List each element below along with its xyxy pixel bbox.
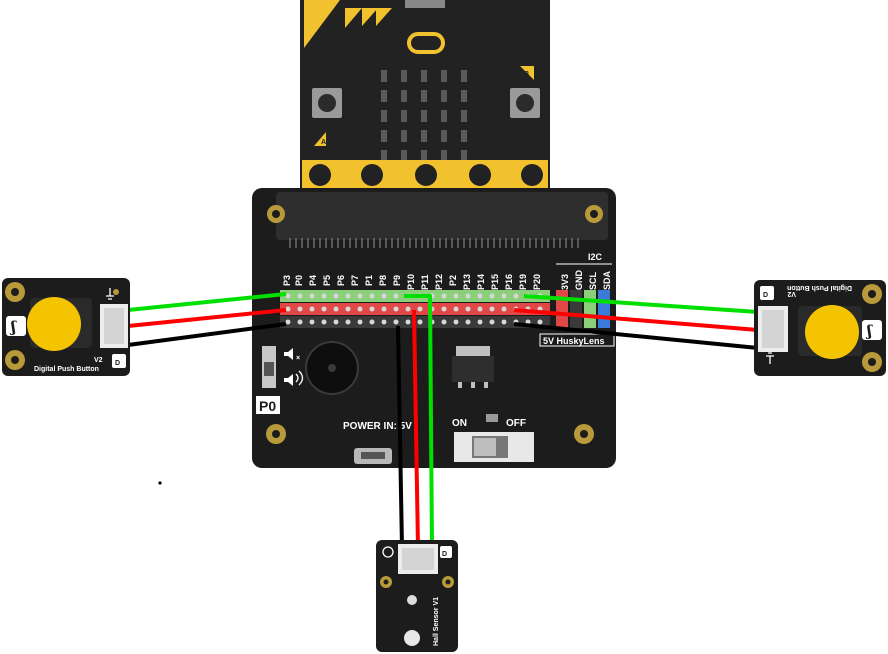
pin-label: P2 (448, 275, 458, 286)
switch-on-label: ON (452, 418, 467, 429)
power-switch[interactable] (454, 432, 534, 462)
microbit-stripe (345, 8, 362, 28)
hall-corner-label: D (442, 551, 447, 558)
i2c-pin-label: GND (574, 270, 584, 291)
voltage-regulator (452, 346, 494, 388)
right-logo-icon: ʃ (865, 322, 873, 340)
i2c-pin-label: SCL (588, 271, 598, 290)
pin-label: P10 (406, 274, 416, 290)
right-push-button-module: ʃ V2 Digital Push Button D (754, 280, 886, 376)
speaker-on-icon (284, 374, 293, 386)
left-push-button-module: ʃ V2 Digital Push Button D (2, 278, 130, 376)
sound-waves-icon (295, 370, 304, 386)
microbit-stripe (362, 8, 378, 26)
wires (127, 292, 759, 549)
pin-label: P15 (490, 274, 500, 290)
wire-left-gnd (127, 322, 287, 347)
pin-label: P11 (420, 274, 430, 290)
i2c-pin-label: 3V3 (560, 274, 570, 290)
microbit-stripe (376, 8, 392, 26)
microbit-stripe (304, 0, 340, 48)
usb-connector (405, 0, 445, 8)
left-logo-icon: ʃ (9, 318, 17, 336)
hall-corner-box (440, 546, 452, 558)
pin-label: P3 (282, 275, 292, 286)
microbit-button-a[interactable] (312, 88, 342, 118)
right-logo-box (862, 320, 882, 340)
pin-label: P7 (350, 275, 360, 286)
speaker-switch[interactable] (262, 346, 276, 388)
microbit-board: A B (300, 0, 550, 190)
hall-sensor-chip (407, 595, 417, 605)
button-b-label: B (524, 71, 529, 78)
wire-right-gnd (513, 322, 759, 350)
hall-sensor-module: D Hall Sensor V1 (376, 540, 458, 652)
pin-label: P5 (322, 275, 332, 286)
pin-label: P8 (378, 275, 388, 286)
switch-off-label: OFF (506, 418, 526, 429)
right-corner-label: D (763, 292, 768, 299)
edge-connector-pins (289, 238, 579, 248)
pin-label: P0 (294, 275, 304, 286)
left-gnd-icon (106, 288, 114, 300)
pin-label: P6 (336, 275, 346, 286)
microbit-edge-pads (302, 160, 548, 190)
pin-label: P1 (364, 275, 374, 286)
left-logo-box (6, 316, 26, 336)
wire-hall-gnd (396, 325, 404, 549)
right-version: V2 (787, 290, 796, 297)
wire-right-vcc (513, 308, 759, 332)
wire-hall-vcc (412, 309, 420, 549)
p0-label: P0 (259, 398, 276, 414)
speaker-mute-icon (284, 348, 293, 360)
speaker-mute-mark: × (296, 355, 300, 362)
header-row-vcc (280, 303, 550, 315)
pin-label: P13 (462, 274, 472, 290)
pin-label: P19 (518, 274, 528, 290)
left-module-label: Digital Push Button (34, 366, 99, 373)
pin-label: P16 (504, 274, 514, 290)
pin-labels: P3 P0 P4 P5 P6 P7 P1 P8 P9 P10 P11 P12 P… (282, 274, 542, 290)
button-b-marker-icon (520, 66, 534, 80)
wire-left-signal (127, 292, 287, 312)
i2c-pin-label: SDA (602, 270, 612, 290)
i2c-title: I2C (588, 252, 603, 262)
right-gnd-icon (766, 352, 774, 364)
right-corner-box (760, 286, 774, 300)
power-in-label: POWER IN: 5V (343, 421, 412, 432)
right-push-button[interactable] (805, 305, 859, 359)
left-push-button[interactable] (27, 297, 81, 351)
button-a-marker-icon (314, 132, 326, 146)
microbit-button-b[interactable] (510, 88, 540, 118)
stray-dot (158, 481, 162, 485)
pin-label: P4 (308, 275, 318, 286)
pin-label: P9 (392, 275, 402, 286)
hall-module-label: Hall Sensor V1 (433, 597, 440, 646)
hall-led (404, 630, 420, 646)
pin-label: P20 (532, 274, 542, 290)
left-version: V2 (94, 357, 103, 364)
expansion-board: P3 P0 P4 P5 P6 P7 P1 P8 P9 P10 P11 P12 P… (252, 188, 616, 468)
husky-label-box (539, 333, 615, 347)
pin-label: P12 (434, 274, 444, 290)
husky-label: 5V HuskyLens (543, 336, 605, 346)
edge-connector-slot (276, 192, 608, 240)
wire-left-vcc (127, 308, 287, 328)
led-indicator (486, 414, 498, 422)
button-a-label: A (321, 139, 326, 146)
wire-hall-signal (404, 294, 434, 549)
led-matrix (381, 70, 467, 162)
microbit-logo-icon (407, 32, 445, 54)
p0-label-box (256, 396, 280, 414)
pin-label: P14 (476, 274, 486, 290)
wire-right-signal (523, 294, 759, 314)
left-corner-label: D (115, 360, 120, 367)
left-corner-box (112, 354, 126, 368)
right-module-label: Digital Push Button (787, 284, 852, 291)
